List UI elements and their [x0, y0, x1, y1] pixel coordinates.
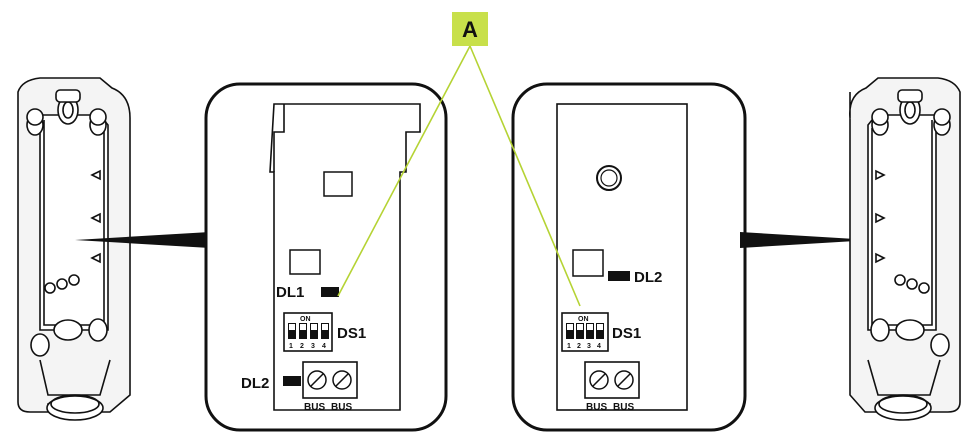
component-square: [289, 249, 321, 275]
right-leader-wedge: [740, 232, 872, 248]
dip-on-label: ON: [578, 316, 589, 323]
svg-text:2: 2: [300, 343, 304, 350]
svg-text:1: 1: [567, 343, 571, 350]
svg-text:2: 2: [577, 343, 581, 350]
svg-text:3: 3: [587, 343, 591, 350]
dip-switch-ds1: ON 1 2 3 4: [561, 312, 609, 352]
callout-label: A: [462, 17, 478, 42]
component-square: [323, 171, 353, 197]
svg-text:4: 4: [322, 343, 326, 350]
led-dl2-label: DL2: [634, 269, 662, 286]
dip-switch-ds1: ON 1 2 3 4: [283, 312, 333, 352]
led-dl2-label: DL2: [241, 375, 269, 392]
left-leader-wedge: [75, 232, 210, 248]
bus-terminal-block: [584, 361, 640, 399]
led-dl1: [321, 287, 339, 297]
svg-text:4: 4: [597, 343, 601, 350]
left-zoom-panel: DL1 ON 1 2 3 4 DS1 BUS BUS: [204, 82, 448, 432]
led-dl2: [608, 271, 630, 281]
bus-label: BUS: [586, 402, 607, 413]
led-dl2: [283, 376, 301, 386]
right-device-housing: [849, 77, 961, 421]
dip-switch-label: DS1: [337, 325, 366, 342]
svg-text:3: 3: [311, 343, 315, 350]
right-zoom-panel: DL2 ON 1 2 3 4 DS1 BUS BUS: [511, 82, 747, 432]
component-square: [572, 249, 604, 277]
bus-label: BUS: [613, 402, 634, 413]
callout-leader-right: [469, 45, 581, 307]
callout-leader-left: [337, 45, 471, 297]
led-dl1-label: DL1: [276, 284, 304, 301]
bus-label: BUS: [331, 402, 352, 413]
dip-on-label: ON: [300, 316, 311, 323]
bus-label: BUS: [304, 402, 325, 413]
left-device-housing: [17, 77, 131, 421]
dip-switch-label: DS1: [612, 325, 641, 342]
callout-badge: [452, 12, 488, 46]
bus-terminal-block: [302, 361, 358, 399]
svg-text:1: 1: [289, 343, 293, 350]
callout-a: A: [337, 12, 581, 307]
